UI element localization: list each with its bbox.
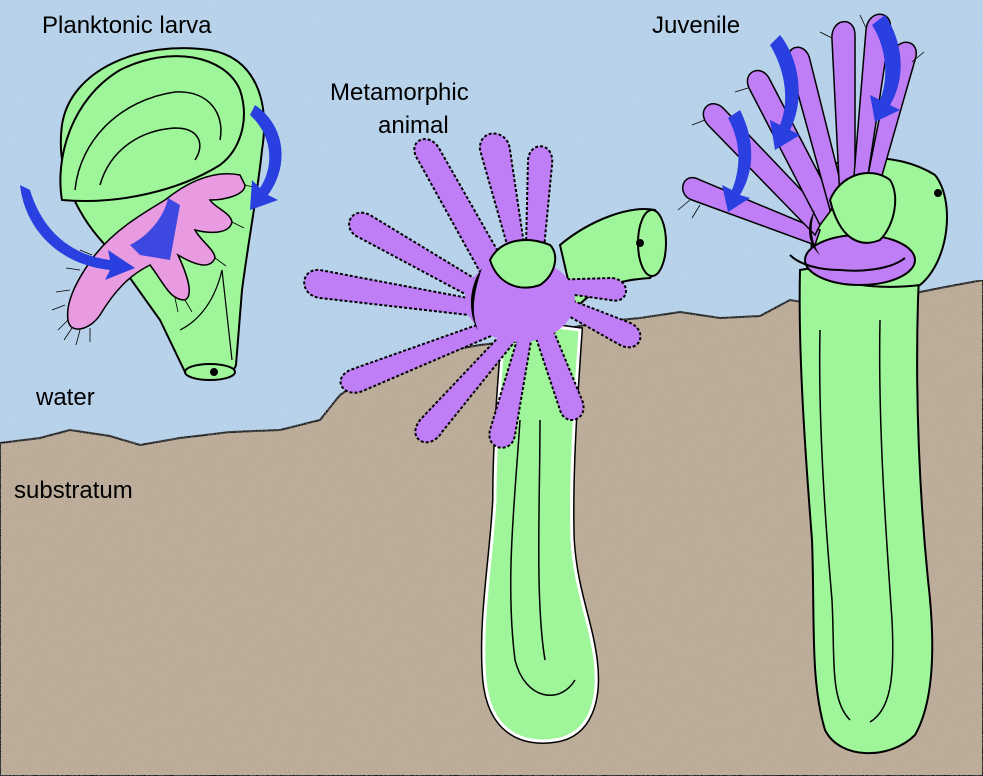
juvenile-stalk bbox=[800, 250, 933, 753]
label-metamorphic-line1: Metamorphic bbox=[330, 79, 469, 106]
label-substratum: substratum bbox=[14, 477, 133, 504]
label-water: water bbox=[35, 384, 95, 411]
label-juvenile: Juvenile bbox=[652, 12, 740, 39]
label-metamorphic-line2: animal bbox=[378, 112, 449, 139]
label-planktonic-larva: Planktonic larva bbox=[42, 12, 212, 39]
